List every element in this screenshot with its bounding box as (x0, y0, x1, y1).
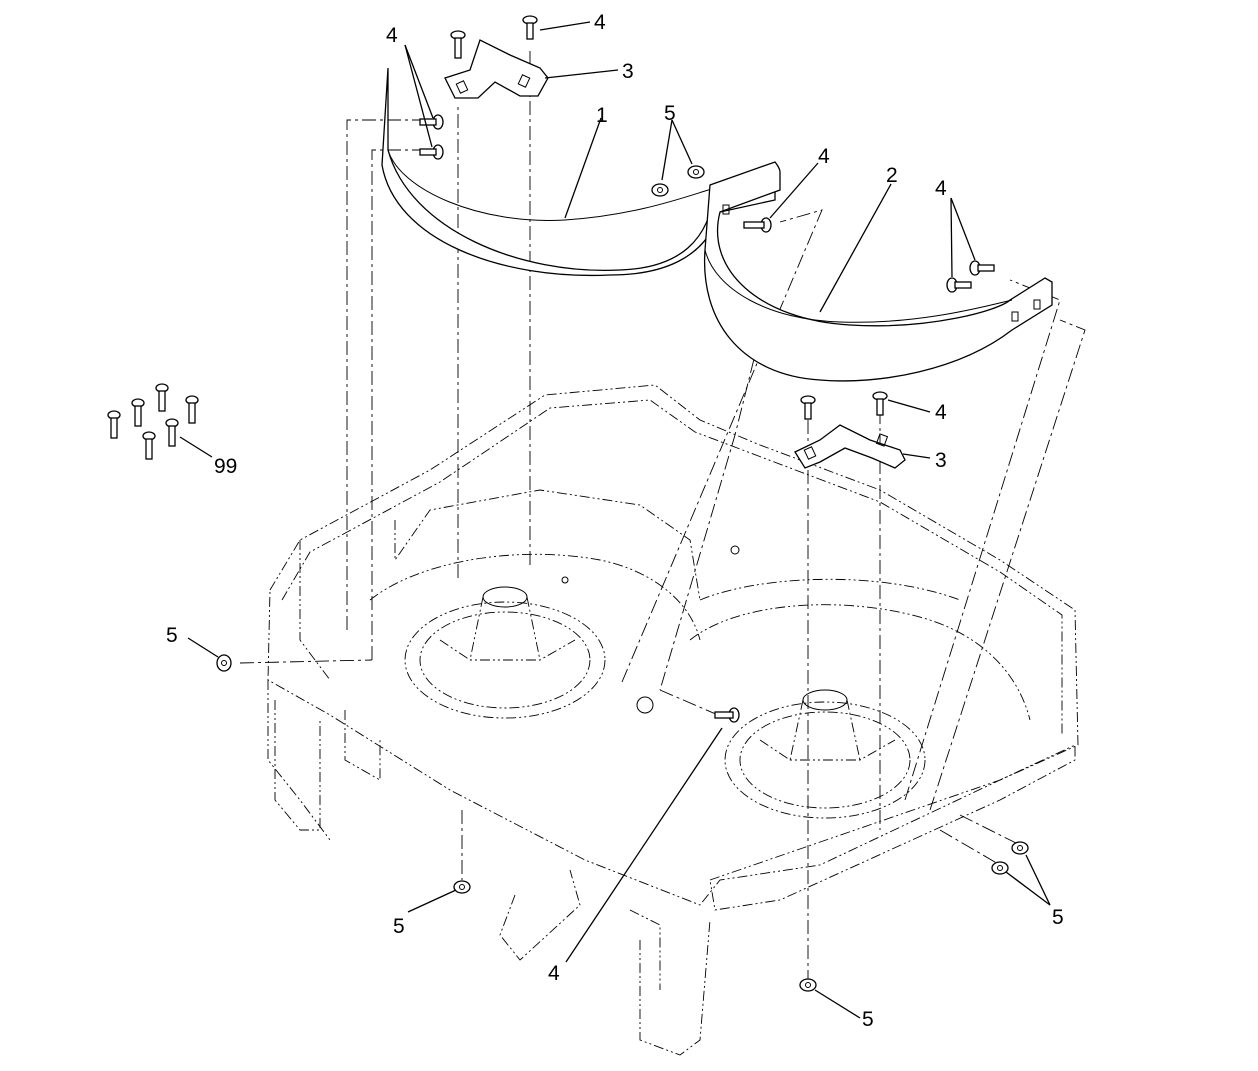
bolt-4 (419, 144, 444, 160)
bolt-4 (872, 391, 888, 416)
callout-3-upper: 3 (622, 60, 634, 83)
callout-3-lower: 3 (935, 449, 947, 472)
bolt-4 (419, 114, 444, 130)
bolt-kit-part-99 (107, 383, 199, 460)
callout-1: 1 (596, 104, 608, 127)
callout-4-top-left: 4 (386, 24, 398, 47)
callout-4-right-bracket: 4 (935, 401, 947, 424)
nut-5 (216, 654, 232, 672)
bolt-4 (714, 707, 740, 723)
mower-deck (267, 384, 1079, 1056)
bolt-4 (450, 30, 466, 59)
carriage-bolts-part-4 (419, 15, 995, 723)
callout-2: 2 (886, 164, 898, 187)
callout-labels: 1 2 3 3 4 4 4 4 4 4 5 5 5 5 5 99 (166, 11, 1064, 1031)
callout-5-bottom: 5 (862, 1008, 874, 1031)
bolt-4 (522, 15, 538, 40)
nut-5 (651, 183, 669, 197)
bracket-part-3-upper (444, 39, 549, 99)
nut-5 (687, 165, 705, 179)
callout-5-right: 5 (1052, 906, 1064, 929)
bolt-4 (969, 260, 995, 276)
bolt-4 (743, 217, 772, 233)
leader-lines (179, 21, 1051, 1019)
nut-5 (453, 880, 471, 894)
callout-5-left: 5 (166, 624, 178, 647)
bolt-4 (800, 395, 816, 420)
bracket-part-3-lower (794, 424, 906, 469)
callout-99: 99 (214, 455, 237, 478)
callout-4-right: 4 (935, 177, 947, 200)
nut-5 (991, 861, 1009, 875)
assembly-center-lines (239, 48, 1086, 985)
nut-5 (1011, 841, 1029, 855)
baffle-part-2 (703, 161, 1053, 382)
bolt-4 (946, 277, 972, 293)
callout-4-bottom: 4 (548, 962, 560, 985)
callout-4-top: 4 (594, 11, 606, 34)
callout-5-top: 5 (664, 102, 676, 125)
flange-nuts-part-5 (216, 165, 1029, 992)
callout-5-bottom-left: 5 (393, 915, 405, 938)
nut-5 (799, 978, 817, 992)
callout-4-mid: 4 (818, 145, 830, 168)
